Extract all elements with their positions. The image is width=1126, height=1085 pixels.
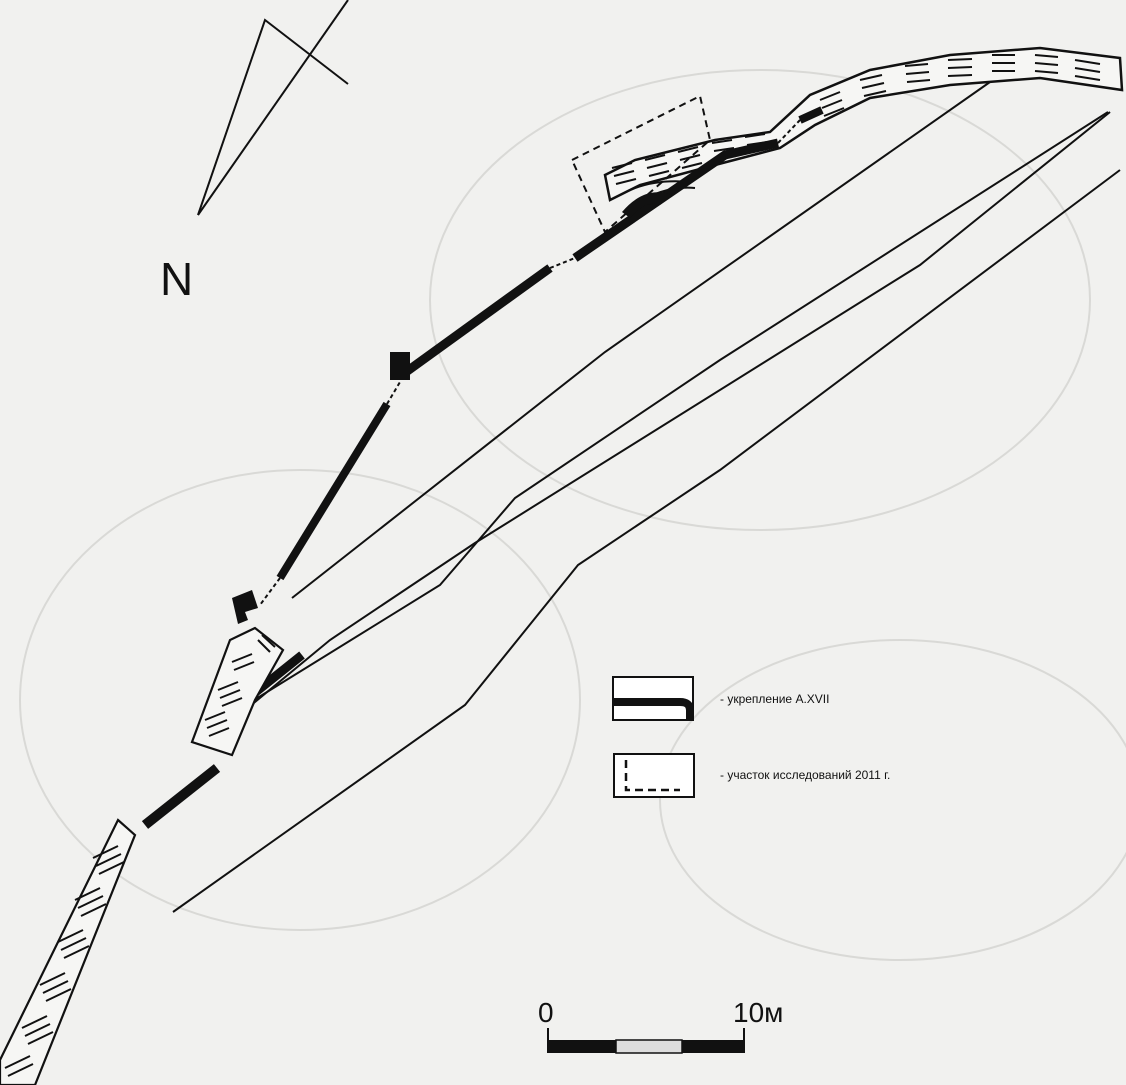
contour-line (224, 111, 1109, 719)
hatched-embankment-top (603, 46, 1124, 211)
legend: - укрепление А.XVII - участок исследован… (612, 676, 890, 798)
contour-line (172, 169, 1121, 913)
research-area-2011 (570, 94, 712, 234)
bastion-blocks (232, 192, 672, 624)
legend-label-fortification: - укрепление А.XVII (720, 692, 829, 706)
legend-item-fortification: - укрепление А.XVII (612, 676, 829, 721)
scale-start-label: 0 (538, 997, 554, 1028)
legend-item-research-area: - участок исследований 2011 г. (613, 753, 890, 798)
hatched-embankment-bottom (0, 818, 137, 1085)
contour-lines (172, 81, 1121, 913)
legend-label-research-area: - участок исследований 2011 г. (720, 768, 890, 782)
wall-gaps (259, 119, 801, 606)
north-label: N (160, 253, 193, 305)
scale-end-label: 10м (733, 997, 783, 1028)
contour-line (214, 111, 1111, 736)
scale-bar: 0 10м (538, 997, 783, 1054)
contour-line (291, 81, 991, 599)
hatched-embankment-left (190, 626, 285, 757)
background-texture (19, 69, 1126, 961)
north-arrow-icon (197, 0, 349, 216)
